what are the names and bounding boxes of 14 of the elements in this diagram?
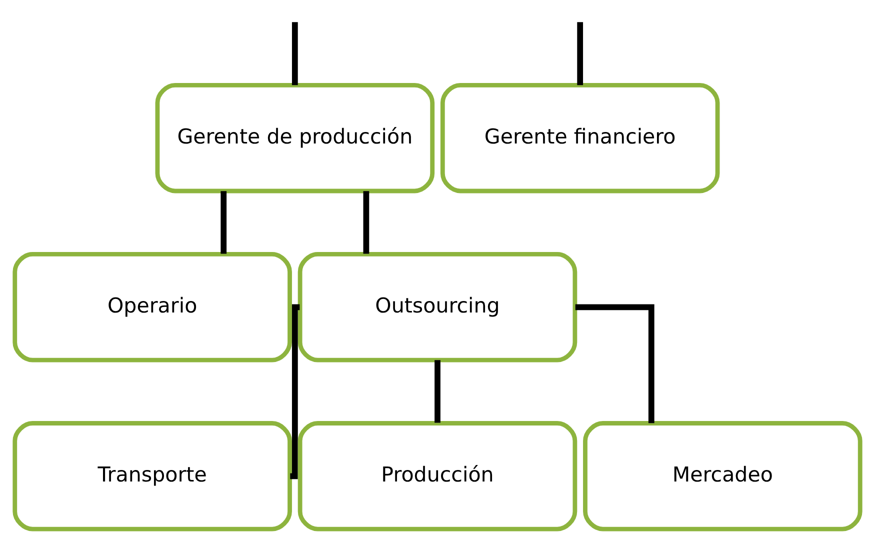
node-box: Operario [12,252,292,362]
node-box: Producción [297,421,577,532]
connector [220,191,226,254]
connector [576,22,583,86]
connector [362,191,369,254]
connector [290,304,300,480]
connector [291,22,298,86]
node-box: Gerente financiero [440,82,720,194]
connector [434,360,440,423]
node-box: Gerente de producción [154,82,434,194]
connector [574,304,654,424]
node-box: Outsourcing [297,252,577,362]
node-box: Mercadeo [582,421,862,532]
node-box: Transporte [12,421,292,532]
